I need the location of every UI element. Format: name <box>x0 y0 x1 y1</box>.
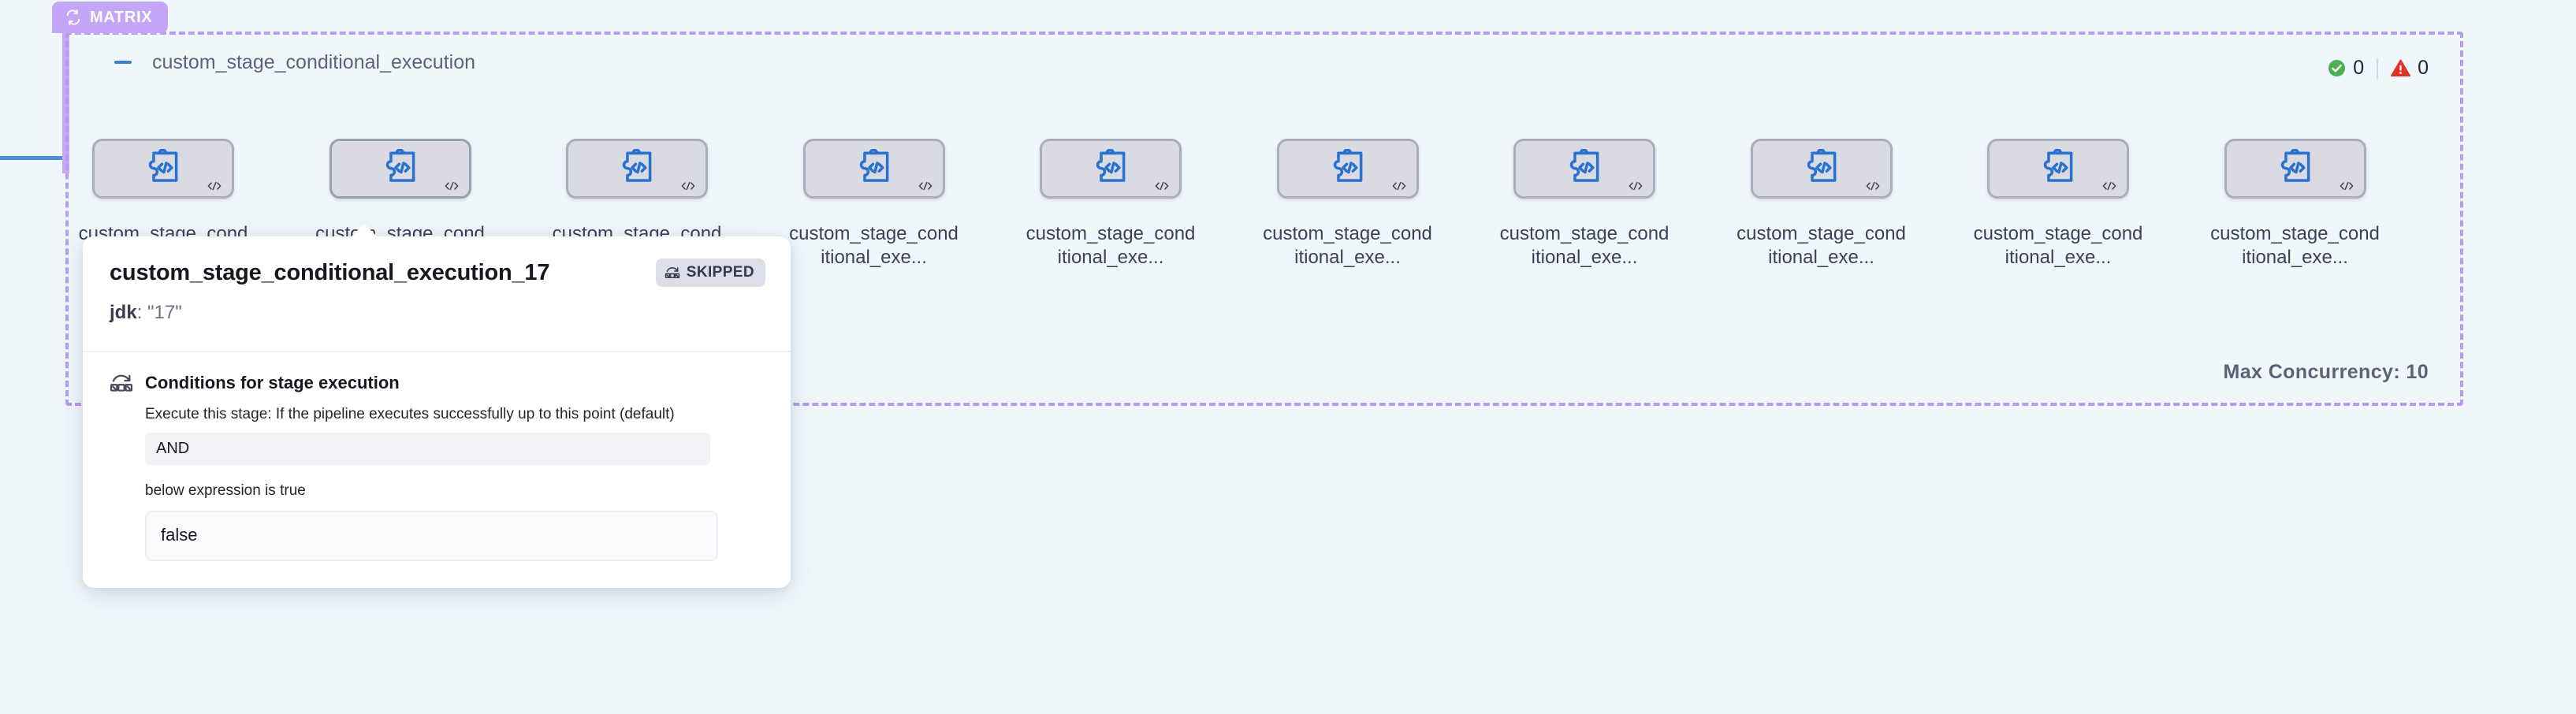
conditions-heading: Conditions for stage execution <box>145 373 400 392</box>
conditions-description: Execute this stage: If the pipeline exec… <box>145 406 675 422</box>
status-counters: 0 0 <box>2328 57 2429 80</box>
stage-node-box[interactable] <box>802 139 945 199</box>
stage-node-box[interactable] <box>1513 139 1655 199</box>
popover-parameter-value: : "17" <box>136 302 182 323</box>
conditions-expression-field[interactable]: false <box>145 511 718 561</box>
stage-node-box[interactable] <box>329 139 471 199</box>
group-title: custom_stage_conditional_execution <box>152 50 475 73</box>
stage-node-10[interactable]: custom_stage_conditional_exe... <box>2205 139 2386 270</box>
matrix-group-container: custom_stage_conditional_execution 0 <box>65 32 2463 406</box>
custom-stage-icon <box>2040 149 2076 185</box>
minus-icon <box>114 61 132 64</box>
skip-icon <box>664 266 680 279</box>
popover-title: custom_stage_conditional_execution_17 <box>110 260 550 285</box>
check-circle-icon <box>2328 59 2346 77</box>
failure-count: 0 <box>2418 57 2429 79</box>
stage-node-label: custom_stage_conditional_exe... <box>1973 223 2143 268</box>
group-header: custom_stage_conditional_execution <box>69 35 2460 90</box>
popover-parameter: jdk: "17" <box>110 302 764 324</box>
max-concurrency-label: Max Concurrency: 10 <box>2223 361 2429 383</box>
custom-stage-icon <box>619 149 655 185</box>
popover-header: custom_stage_conditional_execution_17 SK… <box>83 236 791 351</box>
stage-node-box[interactable] <box>92 139 234 199</box>
custom-stage-icon <box>1804 149 1840 185</box>
conditions-header: Conditions for stage execution <box>110 373 764 393</box>
warning-triangle-icon <box>2391 59 2411 77</box>
stage-node-box[interactable] <box>1276 139 1419 199</box>
loop-icon <box>65 9 82 26</box>
stage-node-label: custom_stage_conditional_exe... <box>1499 223 1670 268</box>
stage-node-9[interactable]: custom_stage_conditional_exe... <box>1967 139 2149 270</box>
stage-detail-popover: custom_stage_conditional_execution_17 SK… <box>83 224 791 588</box>
failure-counter[interactable]: 0 <box>2391 57 2429 80</box>
skip-icon <box>110 373 133 393</box>
collapse-toggle-button[interactable] <box>111 50 135 74</box>
stage-node-label: custom_stage_conditional_exe... <box>2210 223 2380 268</box>
stage-node-label: custom_stage_conditional_exe... <box>1263 223 1432 268</box>
stage-node-box[interactable] <box>566 139 708 199</box>
stage-node-6[interactable]: custom_stage_conditional_exe... <box>1257 139 1439 270</box>
success-count: 0 <box>2353 57 2365 79</box>
incoming-edge <box>0 156 65 160</box>
custom-stage-icon <box>382 149 419 185</box>
conditions-operator-field[interactable]: AND <box>145 433 710 465</box>
stage-node-8[interactable]: custom_stage_conditional_exe... <box>1731 139 1912 270</box>
stage-node-box[interactable] <box>1750 139 1893 199</box>
custom-stage-icon <box>1330 149 1366 185</box>
stage-node-label: custom_stage_conditional_exe... <box>1026 223 1196 268</box>
popover-divider <box>83 351 791 352</box>
stage-nodes-row: custom_stage_conditional_exe... custom_s… <box>69 35 2460 403</box>
popover-parameter-key: jdk <box>110 302 137 323</box>
stage-node-4[interactable]: custom_stage_conditional_exe... <box>784 139 965 270</box>
matrix-tab[interactable]: MATRIX <box>52 2 169 33</box>
custom-stage-icon <box>856 149 892 185</box>
stage-node-box[interactable] <box>1987 139 2129 199</box>
stage-node-label: custom_stage_conditional_exe... <box>1737 223 1906 268</box>
custom-stage-icon <box>2277 149 2314 185</box>
success-counter[interactable]: 0 <box>2328 57 2364 80</box>
conditions-sub-label: below expression is true <box>145 482 306 499</box>
popover-arrow <box>351 224 378 237</box>
status-badge-label: SKIPPED <box>686 264 754 281</box>
stage-node-7[interactable]: custom_stage_conditional_exe... <box>1494 139 1675 270</box>
popover-body: Conditions for stage execution Execute t… <box>83 352 791 588</box>
custom-stage-icon <box>145 149 181 185</box>
matrix-tab-label: MATRIX <box>90 8 153 26</box>
custom-stage-icon <box>1093 149 1129 185</box>
stage-node-label: custom_stage_conditional_exe... <box>789 223 959 268</box>
stage-node-box[interactable] <box>2224 139 2366 199</box>
stage-node-box[interactable] <box>1040 139 1182 199</box>
stage-node-5[interactable]: custom_stage_conditional_exe... <box>1020 139 1201 270</box>
custom-stage-icon <box>1566 149 1603 185</box>
status-badge: SKIPPED <box>655 258 765 287</box>
counter-divider <box>2377 58 2379 79</box>
